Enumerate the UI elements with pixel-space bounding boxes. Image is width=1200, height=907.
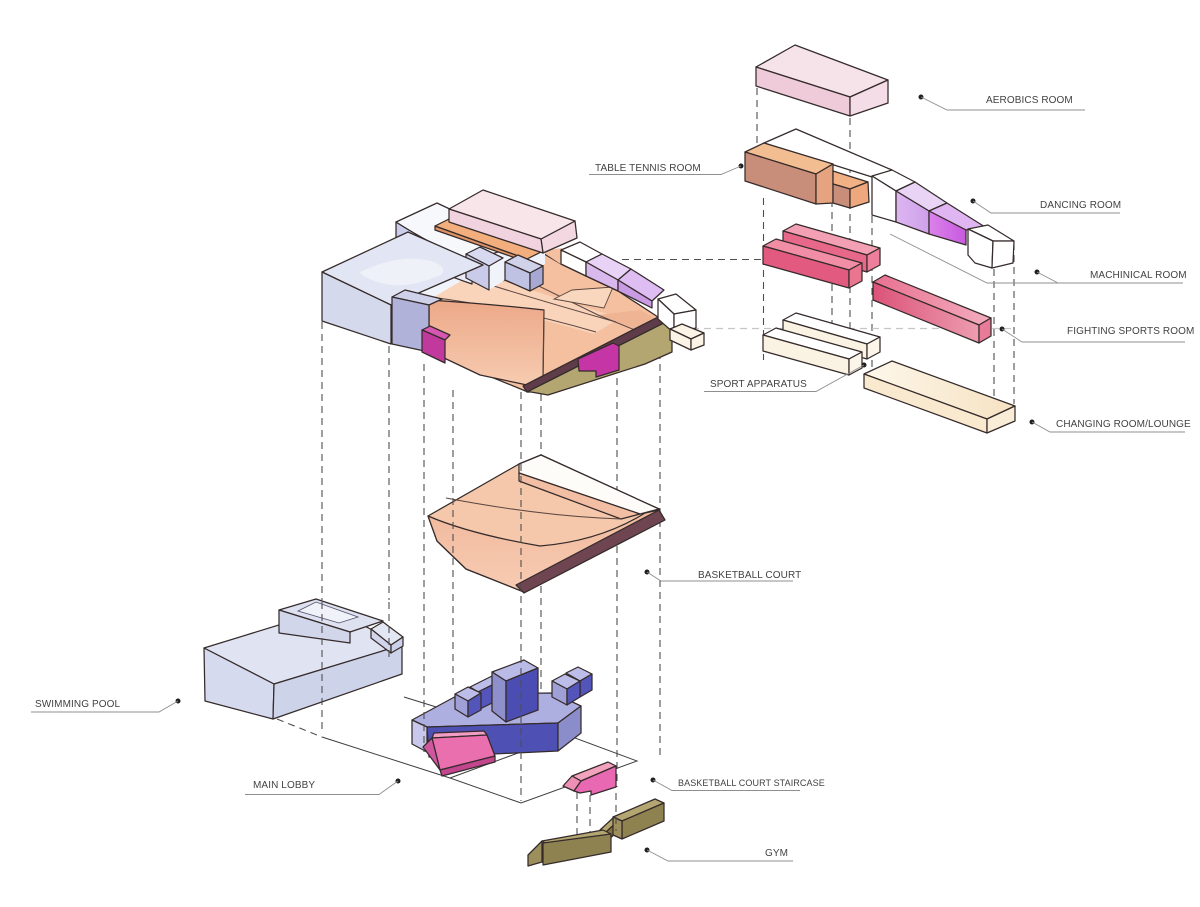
svg-text:BASKETBALL COURT STAIRCASE: BASKETBALL COURT STAIRCASE [678,778,825,788]
svg-text:MAIN LOBBY: MAIN LOBBY [253,780,315,791]
svg-text:MACHINICAL ROOM: MACHINICAL ROOM [1090,270,1187,281]
svg-text:GYM: GYM [765,848,788,859]
svg-text:BASKETBALL COURT: BASKETBALL COURT [698,570,801,581]
svg-text:CHANGING ROOM/LOUNGE: CHANGING ROOM/LOUNGE [1056,419,1191,430]
svg-text:FIGHTING SPORTS ROOM: FIGHTING SPORTS ROOM [1067,326,1194,337]
svg-text:TABLE TENNIS ROOM: TABLE TENNIS ROOM [595,163,701,174]
svg-text:SWIMMING POOL: SWIMMING POOL [35,699,121,710]
svg-text:SPORT APPARATUS: SPORT APPARATUS [710,379,807,390]
svg-text:DANCING ROOM: DANCING ROOM [1040,200,1121,211]
svg-text:AEROBICS ROOM: AEROBICS ROOM [986,95,1073,106]
